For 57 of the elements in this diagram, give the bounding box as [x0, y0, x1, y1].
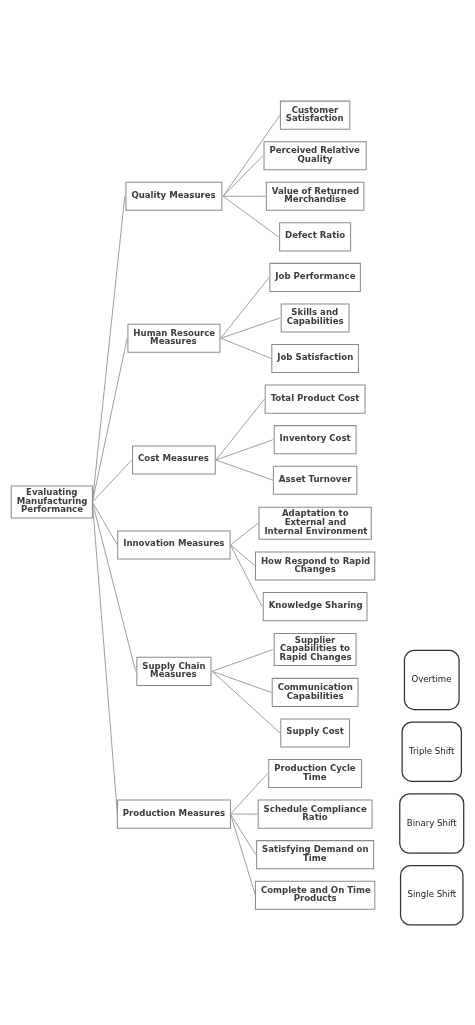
- connector: [230, 813, 258, 815]
- connector: [215, 438, 274, 460]
- connector: [230, 522, 259, 545]
- connector: [91, 501, 137, 672]
- connector: [230, 813, 256, 896]
- node-box: Job Satisfaction: [271, 343, 359, 373]
- node-box: Inventory Cost: [273, 424, 357, 454]
- connector: [222, 195, 267, 197]
- node-box: Customer Satisfaction: [279, 100, 351, 130]
- node-box: Triple Shift: [401, 720, 462, 782]
- connector: [215, 459, 274, 481]
- node-box: Adaptation to External and Internal Environment: [258, 506, 372, 540]
- connector: [211, 670, 272, 693]
- node-box: Defect Ratio: [279, 221, 352, 251]
- node-box: Schedule Compliance Ratio: [257, 799, 373, 829]
- node-box: Human Resource Measures: [127, 323, 221, 353]
- node-box: Single Shift: [399, 864, 464, 925]
- connector: [91, 195, 126, 502]
- node-box: Skills and Capabilities: [280, 302, 350, 333]
- connector: [220, 317, 281, 339]
- node-box: Satisfying Demand on Time: [256, 839, 375, 869]
- connector: [230, 544, 256, 566]
- node-box: Quality Measures: [125, 181, 223, 211]
- node-box: Supply Cost: [280, 717, 350, 748]
- connector: [230, 544, 263, 607]
- node-box: Supply Chain Measures: [136, 656, 212, 686]
- connector: [215, 398, 265, 460]
- connector: [230, 813, 257, 855]
- node-box: Production Cycle Time: [268, 758, 363, 788]
- connector: [222, 114, 281, 197]
- connector: [230, 772, 268, 815]
- connector: [91, 501, 118, 545]
- node-box: Overtime: [403, 649, 460, 710]
- node-box: Complete and On Time Products: [254, 880, 376, 910]
- connector: [220, 276, 270, 339]
- connector: [222, 154, 264, 197]
- node-box: Communication Capabilities: [271, 677, 359, 707]
- connector: [91, 459, 133, 502]
- node-box: Value of Returned Merchandise: [265, 181, 365, 211]
- node-box: Knowledge Sharing: [262, 591, 368, 621]
- node-box: Job Performance: [269, 262, 361, 292]
- node-box: Supplier Capabilities to Rapid Changes: [273, 632, 357, 666]
- connector: [91, 501, 118, 815]
- node-box: How Respond to Rapid Changes: [254, 551, 376, 581]
- node-box: Evaluating Manufacturing Performance: [10, 485, 93, 519]
- connector: [211, 648, 274, 672]
- connector: [222, 195, 279, 237]
- node-box: Binary Shift: [399, 792, 465, 854]
- connector: [91, 337, 128, 502]
- node-box: Cost Measures: [132, 444, 216, 474]
- node-box: Perceived Relative Quality: [263, 140, 367, 170]
- node-box: Total Product Cost: [264, 384, 366, 414]
- node-box: Innovation Measures: [117, 529, 231, 560]
- node-box: Production Measures: [116, 799, 231, 829]
- connector: [220, 337, 272, 359]
- node-box: Asset Turnover: [272, 465, 358, 495]
- connector: [211, 670, 281, 733]
